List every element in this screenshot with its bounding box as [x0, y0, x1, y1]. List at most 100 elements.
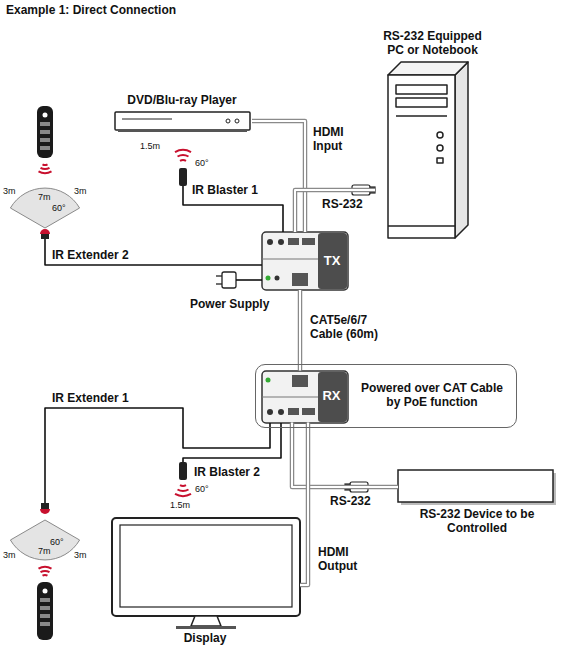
tx-unit — [302, 238, 315, 245]
source-device: DVD/Blu-ray Player — [112, 92, 252, 132]
part-label: IR Extender 2 — [52, 249, 129, 263]
cable-outline — [298, 290, 303, 371]
ir-wire — [45, 239, 262, 265]
ir-wave — [41, 571, 50, 572]
node-text: Display — [184, 632, 227, 646]
cable-connector — [300, 290, 301, 371]
ir-wire — [45, 186, 283, 503]
dvd-player — [115, 112, 250, 130]
pc-tower — [388, 75, 455, 238]
remote-control — [37, 582, 53, 640]
connection-label: CAT5e/6/7 Cable (60m) — [310, 314, 392, 342]
ir-wave — [43, 574, 48, 577]
tx-unit — [288, 238, 299, 245]
tx-unit — [278, 239, 284, 245]
remote-control — [43, 113, 48, 118]
node-text: RX — [322, 389, 340, 404]
dimension-label: 3m — [74, 186, 87, 196]
ir-wave — [175, 494, 191, 496]
pc-tower — [455, 62, 468, 238]
display-monitor — [112, 518, 300, 629]
pc-tower — [388, 225, 455, 227]
dimension-label: 3m — [3, 186, 16, 196]
display-monitor — [176, 626, 236, 629]
connection-label: HDMI Output — [318, 546, 366, 574]
display-node: Display — [110, 515, 300, 648]
ir-wave — [39, 171, 52, 173]
node-text: RS-232 Device to be Controlled — [400, 508, 554, 536]
pc-tower — [388, 62, 468, 75]
remote-control — [40, 622, 50, 626]
pc-tower — [437, 132, 443, 138]
tx-unit — [262, 232, 348, 290]
remote-control — [37, 106, 53, 158]
rx-unit — [278, 409, 284, 415]
angle-label: 60° — [52, 203, 66, 213]
dimension-label: 3m — [3, 550, 16, 560]
rx-unit — [262, 371, 348, 423]
receiver-box: RX — [262, 371, 348, 423]
computer-node: RS-232 Equipped PC or Notebook — [375, 28, 490, 240]
cable-core — [300, 423, 308, 586]
ir-wave — [178, 490, 189, 491]
tx-unit — [318, 233, 347, 289]
dimension-label: 3m — [74, 550, 87, 560]
tx-unit — [266, 276, 271, 281]
node-text: DVD/Blu-ray Player — [127, 94, 236, 108]
ir-blaster — [179, 168, 187, 480]
ir-wire — [236, 279, 262, 281]
rs232-device — [398, 470, 556, 505]
pc-tower — [437, 158, 443, 163]
power-adapter — [216, 275, 222, 276]
display-monitor — [191, 616, 221, 626]
power-adapter — [222, 272, 236, 288]
remote-control — [40, 606, 50, 610]
reception-cone — [10, 188, 79, 228]
transmitter-box: TX — [262, 232, 348, 290]
rx-unit — [302, 408, 315, 415]
display-monitor — [112, 518, 300, 616]
ir-extender — [40, 509, 50, 514]
node-text: Powered over CAT Cable by PoE function — [356, 382, 508, 410]
part-label: IR Blaster 1 — [192, 184, 258, 198]
remote-control — [37, 106, 53, 640]
tx-unit — [262, 259, 318, 260]
reception-cone — [10, 520, 79, 560]
angle-label: 60° — [195, 158, 209, 168]
pc-tower — [396, 85, 447, 94]
remote-control — [40, 598, 50, 602]
ir-blaster — [179, 168, 187, 186]
remote-control — [40, 130, 50, 134]
rx-unit — [292, 375, 308, 387]
angle-label: 60° — [195, 484, 209, 494]
part-label: IR Blaster 2 — [194, 466, 260, 480]
node-text: TX — [324, 254, 341, 269]
ir-wire — [45, 408, 270, 503]
ir-wave — [180, 159, 186, 162]
power-adapter — [216, 283, 222, 284]
dimension-label: 1.5m — [140, 141, 160, 151]
ir-wave — [178, 155, 189, 156]
dimension-label: 1.5m — [170, 500, 190, 510]
ir-wave — [43, 163, 48, 166]
diagram-title: Example 1: Direct Connection — [6, 4, 176, 18]
dimension-label: 7m — [38, 546, 51, 556]
tx-unit — [292, 273, 308, 286]
ir-extender — [40, 229, 50, 234]
display-monitor — [120, 525, 292, 607]
tx-unit — [275, 276, 280, 281]
remote-control — [40, 146, 50, 150]
ir-wave — [39, 567, 52, 569]
dvd-player — [115, 112, 250, 132]
cable-connector — [300, 423, 308, 586]
rx-unit — [288, 408, 299, 415]
ir-extender — [41, 503, 49, 509]
rx-unit — [262, 371, 348, 423]
dvd-player — [118, 130, 247, 132]
cable-core — [299, 290, 301, 371]
rx-unit — [262, 397, 318, 398]
rx-unit — [318, 372, 347, 422]
dvd-player — [226, 119, 230, 123]
remote-control — [43, 589, 48, 594]
ir-extender — [40, 229, 50, 514]
